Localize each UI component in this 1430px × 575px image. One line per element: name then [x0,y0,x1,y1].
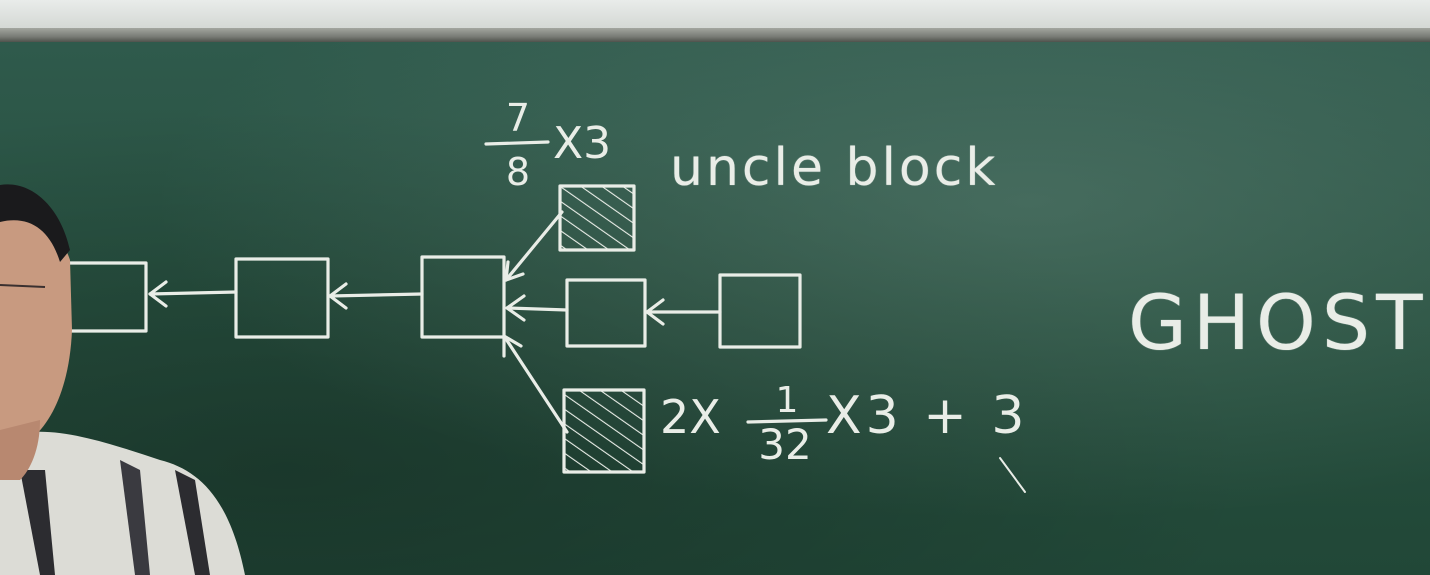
lecturer [0,184,245,575]
chalkboard [0,42,1430,575]
uncle-block-bottom [562,388,646,474]
reward-bottom-numerator: 1 [775,380,799,421]
arrow-4-to-3 [505,294,569,322]
chalk-mark [999,457,1026,493]
arrow-2-to-1 [148,280,238,308]
fraction-bar-bottom [746,418,828,424]
reward-top-numerator: 7 [505,96,531,140]
chain-block-2 [234,257,330,339]
arrow-3-to-2 [328,282,424,310]
chalk-rail [0,28,1430,42]
arrow-uncle-bottom-to-3 [502,334,569,434]
arrow-5-to-4 [645,298,722,326]
uncle-block-label: uncle block [670,138,999,198]
chain-block-3 [420,255,506,339]
ghost-label: GHOST [1128,278,1429,367]
reward-bottom-denominator: 32 [758,420,812,469]
uncle-block-top [558,184,636,252]
reward-top-multiplier: X3 [553,118,612,169]
ceiling [0,0,1430,30]
chain-block-1 [66,261,148,333]
chain-block-4 [565,278,647,348]
fraction-bar-top [484,140,550,146]
arrow-uncle-top-to-3 [504,210,564,282]
reward-top-denominator: 8 [505,150,531,194]
chain-block-5 [718,273,802,349]
reward-bottom-suffix: X3 + 3 [826,386,1029,446]
reward-bottom-prefix: 2X [660,390,721,444]
